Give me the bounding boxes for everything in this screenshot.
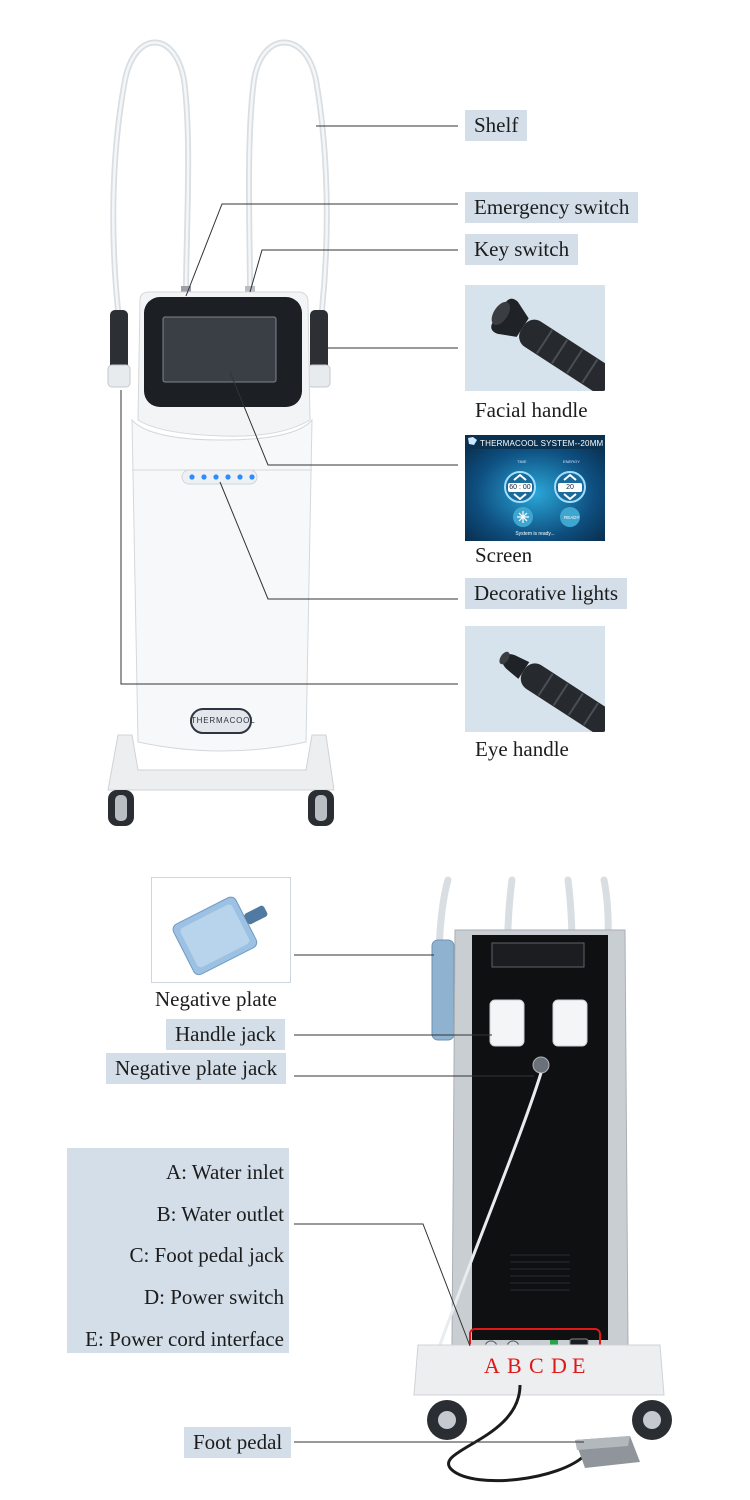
legend-item-a: A: Water inlet [165, 1160, 284, 1184]
facial-handle-thumbnail [465, 285, 605, 391]
side-handle-right [307, 310, 331, 388]
cable-loops [110, 39, 330, 313]
eye-handle-thumbnail [465, 626, 605, 732]
negative-plate-image [172, 896, 268, 976]
screen-thumbnail: THERMACOOL SYSTEM--20MM TIME ENERGY 60 :… [465, 435, 605, 541]
jack-letter-e: E [572, 1353, 586, 1378]
ready-button [560, 507, 580, 527]
jack-letter-a: A [484, 1353, 500, 1378]
jack-letter-b: B [507, 1353, 522, 1378]
jack-letter-c: C [529, 1353, 544, 1378]
screen-ready-text: READY [564, 515, 580, 520]
negative-plate-thumbnail [151, 877, 291, 983]
screen-time-label: TIME [517, 459, 527, 464]
label-foot-pedal: Foot pedal [184, 1427, 292, 1458]
screen-energy-label: ENERGY [563, 459, 580, 464]
label-shelf: Shelf [465, 110, 528, 141]
side-handle-left [107, 310, 131, 388]
legend-item-e: E: Power cord interface [85, 1326, 284, 1351]
label-handle-jack: Handle jack [166, 1019, 285, 1050]
machine-brand-text: THERMACOOL [191, 716, 256, 725]
caption-screen: Screen [475, 543, 533, 567]
screen-title: THERMACOOL SYSTEM--20MM [480, 439, 604, 448]
legend-item-b: B: Water outlet [156, 1201, 284, 1226]
caption-eye-handle: Eye handle [475, 737, 569, 761]
screen-time-value: 60 : 00 [508, 483, 532, 492]
screen-status: System is ready... [515, 531, 555, 537]
brand-plate [190, 708, 252, 734]
label-key-switch: Key switch [465, 234, 579, 265]
machine-body [131, 418, 313, 752]
legend-item-c: C: Foot pedal jack [129, 1243, 284, 1268]
screen-energy-value: 20 [558, 483, 582, 492]
label-negative-plate-jack: Negative plate jack [106, 1053, 287, 1084]
wheels-top [108, 790, 334, 826]
legend-item-d: D: Power switch [144, 1285, 284, 1310]
caption-negative-plate: Negative plate [155, 987, 277, 1011]
leader-lines-top [120, 125, 458, 685]
label-emergency-switch: Emergency switch [465, 192, 639, 223]
caption-facial-handle: Facial handle [475, 398, 588, 422]
facial-handle-image [491, 298, 605, 391]
jack-letter-d: D [551, 1353, 567, 1378]
rear-panel-legend: A: Water inlet B: Water outlet C: Foot p… [67, 1148, 289, 1353]
home-icon [468, 437, 477, 445]
label-decorative-lights: Decorative lights [465, 578, 628, 609]
decorative-leds [189, 474, 255, 480]
eye-handle-image [499, 651, 605, 732]
front-screen [162, 316, 277, 383]
